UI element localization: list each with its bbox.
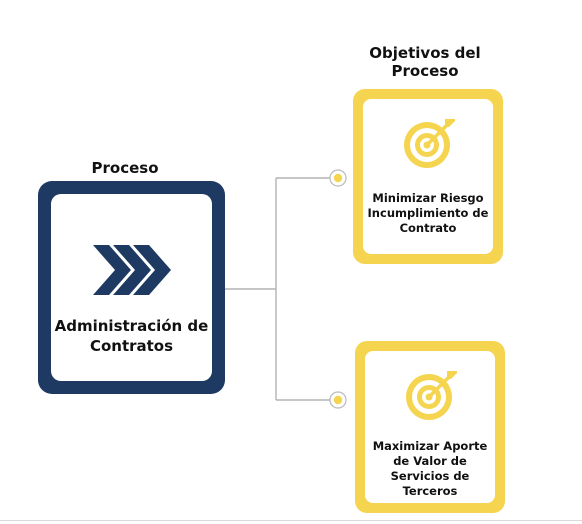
objective-card-inner: Minimizar Riesgo Incumplimiento de Contr… bbox=[363, 99, 493, 254]
target-icon bbox=[406, 371, 457, 420]
process-title: Administración de Contratos bbox=[54, 317, 209, 355]
process-heading: Proceso bbox=[91, 159, 159, 177]
process-card-inner: Administración de Contratos bbox=[51, 194, 212, 381]
process-card: Administración de Contratos bbox=[38, 181, 225, 394]
objective-card-inner: Maximizar Aporte de Valor de Servicios d… bbox=[365, 351, 495, 503]
objective-card: Minimizar Riesgo Incumplimiento de Contr… bbox=[353, 89, 503, 264]
connector-node-top bbox=[329, 169, 347, 187]
objective-label: Minimizar Riesgo Incumplimiento de Contr… bbox=[367, 191, 489, 235]
objective-label: Maximizar Aporte de Valor de Servicios d… bbox=[372, 439, 488, 498]
target-icon bbox=[404, 119, 455, 168]
objectives-heading: Objetivos del Proceso bbox=[369, 44, 481, 80]
connector-node-bottom bbox=[329, 391, 347, 409]
bottom-divider bbox=[0, 520, 582, 521]
objective-card: Maximizar Aporte de Valor de Servicios d… bbox=[355, 341, 505, 513]
triple-chevron-right-icon bbox=[93, 245, 171, 295]
